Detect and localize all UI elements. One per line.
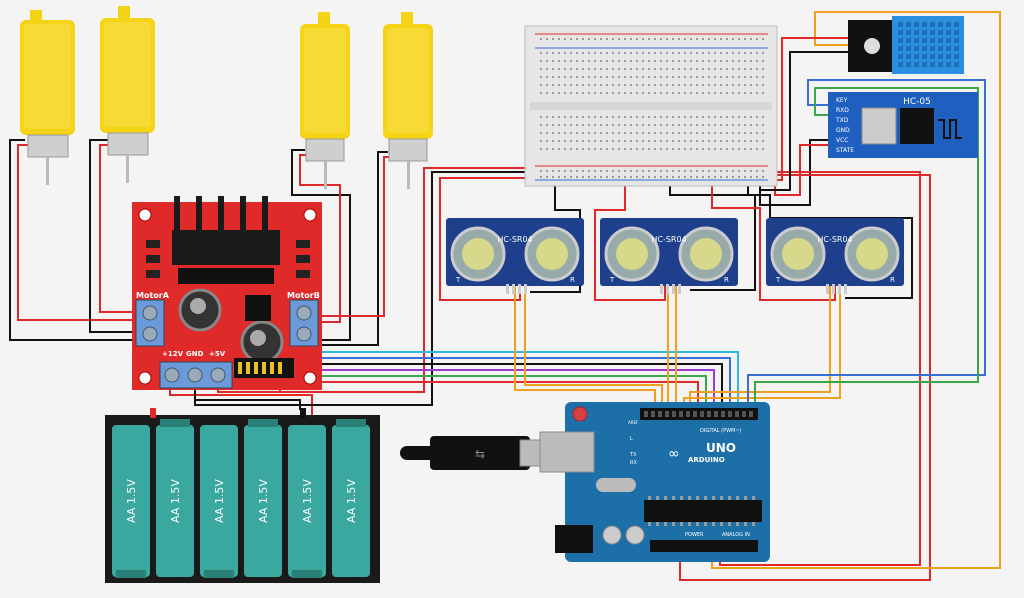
wire-motor2-red bbox=[99, 144, 150, 313]
wire-bb-sensor1-red bbox=[439, 177, 540, 301]
ultrasonic-sensor-3: HC-SR04 T R bbox=[766, 218, 904, 294]
tx-label: TX bbox=[629, 452, 637, 458]
wire-dht-gnd bbox=[760, 51, 850, 191]
sensor-3-pin-r: R bbox=[890, 276, 895, 284]
v5-label: +5V bbox=[209, 350, 226, 358]
motor-b-label: MotorB bbox=[287, 291, 320, 300]
wire-bt-rx bbox=[754, 87, 979, 410]
sensor-3-label: HC-SR04 bbox=[817, 235, 852, 244]
wire-motor4-red bbox=[305, 156, 392, 317]
wire-motor2-black bbox=[89, 139, 150, 333]
arduino-uno-board: ARDUINO UNO ∞ DIGITAL (PWM~) POWER ANALO… bbox=[539, 402, 770, 562]
wire-bb-bottom-black bbox=[555, 174, 931, 581]
arduino-model: UNO bbox=[706, 441, 736, 455]
wire-dht-vcc bbox=[775, 37, 850, 181]
wire-driver-gnd-arduino bbox=[194, 171, 540, 406]
breadboard-holes bbox=[540, 38, 764, 178]
l-label: L bbox=[630, 436, 633, 442]
bt-pin-key: KEY bbox=[836, 97, 848, 104]
motor-3 bbox=[300, 12, 350, 189]
arduino-logo-icon: ∞ bbox=[668, 446, 680, 462]
sensor-1-label: HC-SR04 bbox=[497, 235, 532, 244]
usb-cable: ⇆ bbox=[400, 436, 549, 470]
sensor-1-pin-r: R bbox=[570, 276, 575, 284]
bt-pin-txd: TXD bbox=[835, 117, 849, 124]
aref-label: AREF bbox=[628, 420, 639, 425]
battery-pack: AA 1.5V AA 1.5V AA 1.5V AA 1.5V AA 1.5V AA 1.… bbox=[105, 408, 380, 583]
mcu-legs bbox=[648, 496, 755, 526]
bt-label: HC-05 bbox=[903, 97, 931, 107]
wire-bb-right-black bbox=[759, 139, 830, 206]
motor-1 bbox=[20, 10, 75, 185]
wire-s3-trig bbox=[689, 285, 831, 410]
battery-cells: AA 1.5V AA 1.5V AA 1.5V AA 1.5V AA 1.5V AA 1.… bbox=[112, 419, 370, 578]
arduino-brand: ARDUINO bbox=[688, 456, 725, 464]
wire-motor4-black bbox=[305, 151, 388, 346]
wire-bt-tx bbox=[747, 79, 986, 410]
motor-2 bbox=[100, 6, 155, 183]
wire-dht-data bbox=[711, 11, 1001, 569]
battery-cell-label: AA 1.5V bbox=[213, 479, 226, 523]
wire-bb-sensor1-black bbox=[530, 178, 581, 293]
wire-bb-sensor2-red bbox=[594, 178, 666, 301]
battery-cell-label: AA 1.5V bbox=[169, 479, 182, 523]
bt-pin-state: STATE bbox=[836, 147, 854, 154]
sensor-3-pin-t: T bbox=[775, 276, 781, 284]
rx-label: RX bbox=[630, 460, 637, 466]
ultrasonic-sensor-1: HC-SR04 T R bbox=[446, 218, 584, 294]
wire-motor3-red bbox=[299, 154, 341, 323]
wire-motor3-black bbox=[291, 149, 351, 341]
sensor-2-label: HC-SR04 bbox=[651, 235, 686, 244]
digital-headers bbox=[644, 411, 753, 417]
battery-cell: AA 1.5V bbox=[332, 419, 370, 577]
breadboard bbox=[524, 25, 778, 187]
wire-s1-echo bbox=[524, 285, 663, 410]
dht-grille bbox=[898, 22, 959, 67]
wire-motor1-red bbox=[17, 144, 150, 321]
sensor-1-pin-t: T bbox=[455, 276, 461, 284]
ultrasonic-sensor-2: HC-SR04 T R bbox=[600, 218, 738, 294]
digital-label: DIGITAL (PWM~) bbox=[700, 428, 742, 434]
analog-label: ANALOG IN bbox=[722, 532, 750, 538]
wire-bb-right-red bbox=[774, 144, 830, 196]
bt-pin-rxd: RXD bbox=[836, 107, 849, 114]
wire-s1-trig bbox=[514, 285, 656, 410]
battery-cell: AA 1.5V bbox=[112, 425, 150, 578]
battery-cell: AA 1.5V bbox=[156, 419, 194, 577]
wire-motor1-black bbox=[9, 139, 150, 341]
v12-label: +12V bbox=[162, 350, 184, 358]
sensor-2-pin-t: T bbox=[609, 276, 615, 284]
battery-cell: AA 1.5V bbox=[288, 425, 326, 578]
dht-sensor-module bbox=[848, 16, 964, 74]
wire-bb-sensor3-red bbox=[711, 178, 836, 301]
gnd-label: GND bbox=[186, 350, 204, 358]
bt-pin-vcc: VCC bbox=[836, 137, 848, 144]
power-label: POWER bbox=[685, 532, 704, 538]
battery-cell-label: AA 1.5V bbox=[257, 479, 270, 523]
battery-cell-label: AA 1.5V bbox=[125, 479, 138, 523]
motor-4 bbox=[383, 12, 433, 189]
sensor-2-pin-r: R bbox=[724, 276, 729, 284]
bt-pin-gnd: GND bbox=[836, 127, 850, 134]
battery-cell-label: AA 1.5V bbox=[345, 479, 358, 523]
motor-a-label: MotorA bbox=[136, 291, 170, 300]
motor-driver-board: MotorA MotorB +12V GND +5V bbox=[132, 196, 322, 390]
battery-cell-label: AA 1.5V bbox=[301, 479, 314, 523]
bluetooth-module: HC-05 KEY RXD TXD GND VCC STATE bbox=[828, 92, 978, 158]
battery-cell: AA 1.5V bbox=[200, 425, 238, 578]
battery-cell: AA 1.5V bbox=[244, 419, 282, 577]
usb-icon: ⇆ bbox=[475, 447, 485, 461]
